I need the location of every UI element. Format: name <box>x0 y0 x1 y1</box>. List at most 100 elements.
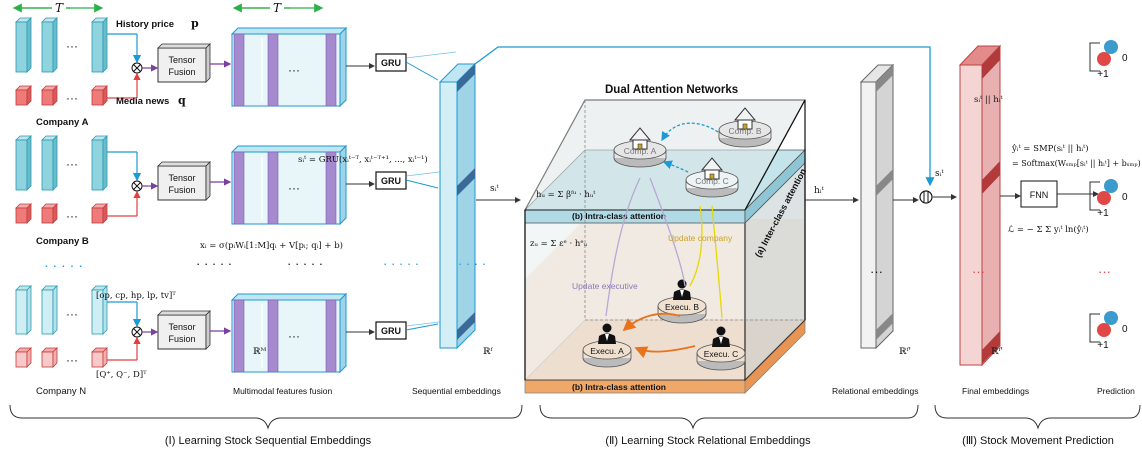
feature-bar <box>267 299 279 373</box>
sequential-embedding-bar <box>438 62 477 350</box>
ellipsis: ··· <box>288 329 300 343</box>
price-bar <box>41 285 58 335</box>
svg-text:Execu. A: Execu. A <box>590 346 624 356</box>
news-bar <box>41 85 58 106</box>
up-class-dot <box>1104 179 1118 193</box>
price-bar <box>91 17 108 73</box>
svg-text:0: 0 <box>1122 192 1128 203</box>
real-m-label: ℝᴹ <box>253 347 266 357</box>
feature-bar <box>325 299 337 373</box>
feature-block: ··· <box>230 26 375 108</box>
feature-bar <box>267 151 279 225</box>
ellipsis-companies: · · · · · <box>44 257 83 273</box>
h-output-label: hᵢᵗ <box>814 186 825 196</box>
price-bar <box>41 135 58 191</box>
seq-embedding-formula: sᵢᵗ = GRU(xᵢᵗ⁻ᵀ, xᵢᵗ⁻ᵀ⁺¹, ..., xᵢᵗ⁻¹) <box>298 154 428 165</box>
skip-connection-line <box>474 46 935 187</box>
final-label: Final embeddings <box>962 386 1029 396</box>
real-f3-label: ℝᶠ' <box>991 347 1003 357</box>
ellipsis-rel: ··· <box>870 264 883 279</box>
smp-formula-1: ŷᵢᵗ = SMP(sᵢᵗ || hᵢᵗ) <box>1011 143 1089 154</box>
gru-box: GRU <box>375 319 457 340</box>
ellipsis: ··· <box>66 307 78 321</box>
down-class-dot <box>1097 191 1111 205</box>
news-bar <box>15 347 32 368</box>
up-class-dot <box>1104 311 1118 325</box>
time-label: T <box>55 1 64 15</box>
real-f2-label: ℝᶠ' <box>899 347 911 357</box>
s-skip-label: sᵢᵗ <box>935 169 944 179</box>
up-class-dot <box>1104 40 1118 54</box>
intra-attention-bottom: (b) Intra-class attention <box>572 382 666 392</box>
tensor-product-operator <box>131 326 143 338</box>
feature-bar <box>325 33 337 107</box>
executive-attention-arrow-1 <box>622 312 681 332</box>
ellipsis-features-2: · · · · · <box>287 256 323 271</box>
company-b-label: Company B <box>36 236 89 247</box>
svg-text:Tensor: Tensor <box>168 173 195 183</box>
executive-node: Execu. C <box>696 326 746 371</box>
executive-nodes: Execu. A Execu. B Execu. C <box>582 279 746 371</box>
down-class-dot <box>1097 323 1111 337</box>
update-executive-line-2 <box>649 177 686 287</box>
tensor-product-operator <box>131 180 143 192</box>
concat-vec-label: sᵢᵗ || hᵢᵗ <box>974 95 1003 105</box>
svg-text:+1: +1 <box>1097 340 1109 351</box>
svg-text:+1: +1 <box>1097 69 1109 80</box>
feature-block: ··· <box>230 144 375 226</box>
fnn-box <box>1020 180 1058 208</box>
svg-text:Fusion: Fusion <box>168 334 195 344</box>
news-bar <box>41 347 58 368</box>
svg-text:Execu. C: Execu. C <box>704 349 739 359</box>
svg-text:GRU: GRU <box>381 58 401 68</box>
section-braces <box>9 404 1141 430</box>
executive-node: Execu. B <box>657 279 707 324</box>
fused-feature-blocks: ··· ··· ··· <box>230 26 375 374</box>
section-3-label: (Ⅲ) Stock Movement Prediction <box>962 435 1114 447</box>
prediction-node: 0+1 <box>1089 40 1128 80</box>
news-bar <box>41 203 58 224</box>
media-news-var: q <box>178 94 186 107</box>
ellipsis-final: ··· <box>972 264 985 279</box>
news-bar <box>15 85 32 106</box>
price-bar <box>15 285 32 335</box>
prediction-node: 0 +1 <box>1089 311 1128 351</box>
ellipsis: ··· <box>288 63 300 77</box>
price-bar <box>15 135 32 191</box>
company-n-label: Company N <box>36 386 86 397</box>
update-company-label: Update company <box>668 233 733 243</box>
news-bar <box>91 203 108 224</box>
z-formula: zᵤ = Σ εᵉ · hᵉᵤ <box>530 239 588 249</box>
fusion-formula: xᵢ = σ(pᵢWᵢ[1:M]qᵢ + V[pᵢ; qᵢ] + b) <box>200 240 343 251</box>
company-a-label: Company A <box>36 117 89 128</box>
news-bar <box>91 347 108 368</box>
news-vector: [Q⁺, Q⁻, D]ᵀ <box>96 370 147 380</box>
fnn-label: FNN <box>1030 190 1049 200</box>
gru-box: GRU <box>375 51 457 81</box>
svg-text:Comp. C: Comp. C <box>695 176 729 186</box>
ellipsis-seq: · · · · <box>458 256 486 271</box>
s-input-label: sᵢᵗ <box>490 184 499 194</box>
ellipsis-gru: · · · · · <box>383 256 419 271</box>
section-2-label: (Ⅱ) Learning Stock Relational Embeddings <box>605 435 811 447</box>
news-bar <box>91 85 108 106</box>
svg-text:0: 0 <box>1122 324 1128 335</box>
update-executive-label: Update executive <box>572 281 638 291</box>
loss-formula: ℒ = − Σ Σ yᵢᵗ ln(ŷᵢᵗ) <box>1008 224 1089 235</box>
update-company-line-2 <box>711 205 723 319</box>
down-class-dot <box>1097 52 1111 66</box>
executive-attention-arrow-2 <box>634 345 696 359</box>
feature-block: ··· <box>230 292 375 374</box>
price-bar <box>41 17 58 73</box>
svg-text:Execu. B: Execu. B <box>665 302 699 312</box>
tensor-product-operator <box>131 62 143 74</box>
company-input-bars: ·················· <box>15 17 159 368</box>
concat-operator <box>919 190 933 204</box>
prediction-outputs: 0+10+10+1 <box>1089 40 1128 351</box>
executive-node: Execu. A <box>582 323 632 368</box>
feature-bar <box>325 151 337 225</box>
time-label-2: T <box>273 1 282 15</box>
